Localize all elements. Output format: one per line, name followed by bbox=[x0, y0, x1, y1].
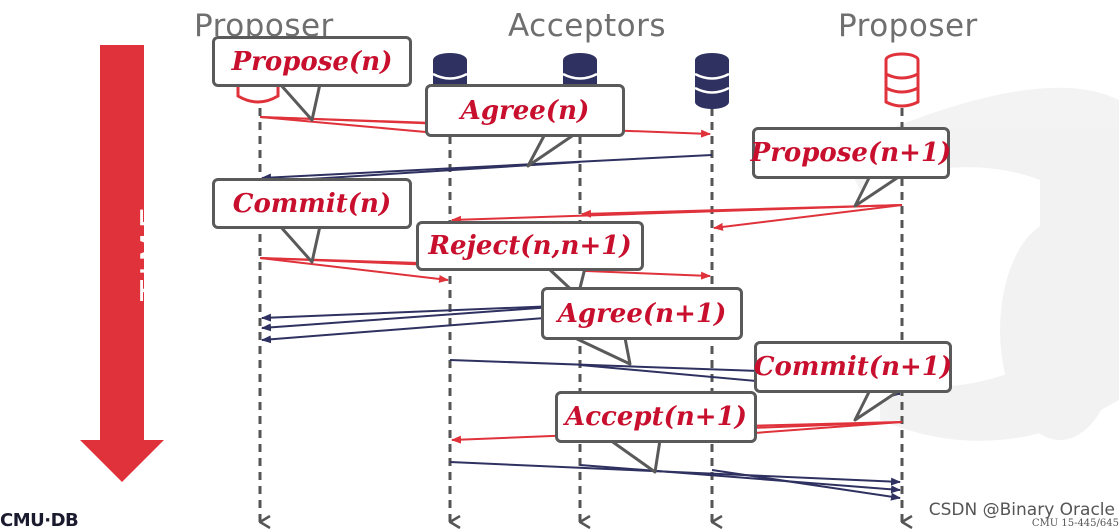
time-label: TIME bbox=[134, 203, 174, 301]
watermark-shape bbox=[840, 87, 1119, 441]
callout-agree-n: Agree(n) bbox=[425, 84, 625, 137]
callout-accept-n1: Accept(n+1) bbox=[555, 391, 757, 443]
msg-accept-n1-2 bbox=[579, 464, 901, 494]
callout-commit-n1: Commit(n+1) bbox=[754, 341, 952, 393]
msg-accept-n1-3 bbox=[711, 469, 901, 501]
database-icon bbox=[884, 52, 920, 108]
msg-reject-2 bbox=[261, 304, 581, 332]
msg-propose-n-a1 bbox=[259, 116, 449, 138]
acceptors-header: Acceptors bbox=[508, 8, 667, 44]
slide-reference: CMU 15-445/645 bbox=[1031, 518, 1119, 529]
msg-agree-n-1 bbox=[261, 154, 713, 182]
callout-reject: Reject(n,n+1) bbox=[416, 221, 644, 271]
callout-commit-n: Commit(n) bbox=[212, 178, 412, 229]
proposer-header-right: Proposer bbox=[838, 8, 978, 44]
msg-propose-n1-a3 bbox=[713, 204, 903, 231]
callout-agree-n1: Agree(n+1) bbox=[541, 287, 743, 340]
time-arrow bbox=[80, 45, 164, 482]
footer-credit: CSDN @Binary Oracle bbox=[928, 500, 1115, 520]
database-icon bbox=[236, 82, 280, 104]
msg-propose-n1-a2 bbox=[581, 204, 903, 218]
msg-reject-1 bbox=[261, 304, 581, 322]
msg-commit-n-a1 bbox=[259, 257, 449, 283]
cmu-db-logo: CMU·DB bbox=[0, 510, 79, 531]
database-icon bbox=[694, 53, 730, 109]
callout-propose-n: Propose(n) bbox=[212, 36, 412, 87]
callout-propose-n1: Propose(n+1) bbox=[751, 127, 951, 179]
